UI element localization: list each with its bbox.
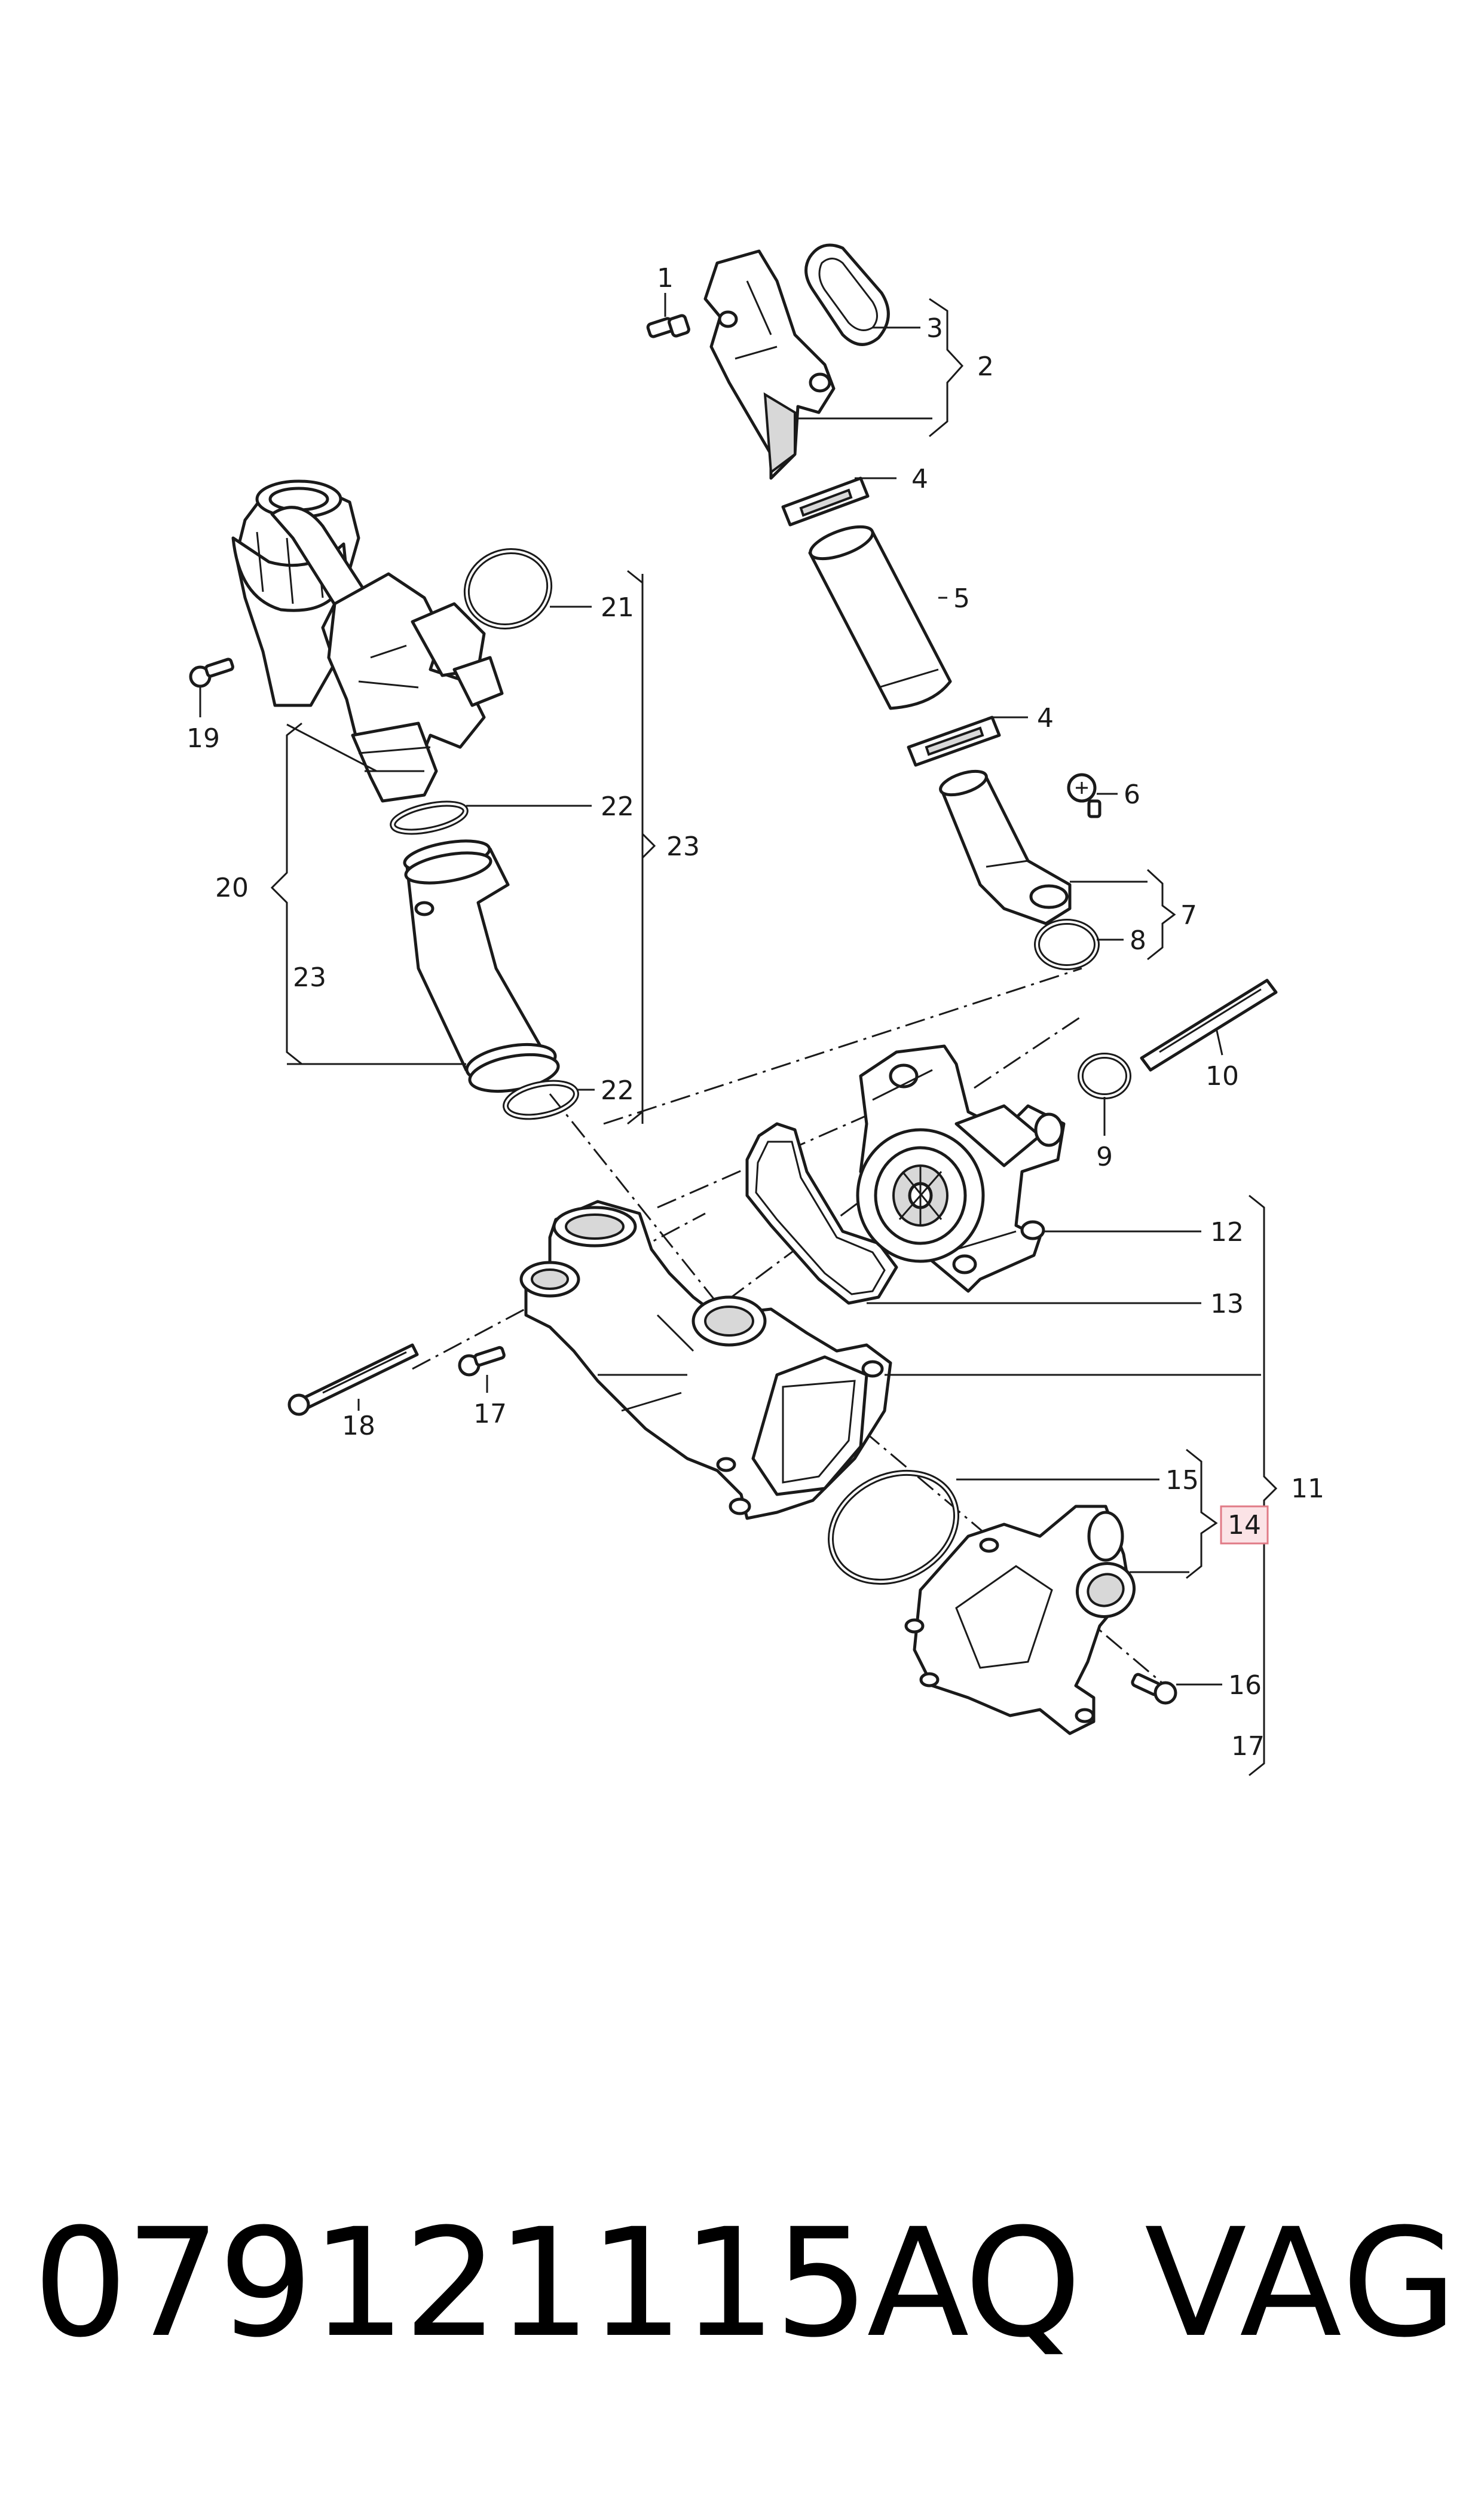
gasket-part-13: [745, 1122, 898, 1305]
o-ring-part-9: [1078, 1053, 1131, 1099]
thermostat-housing-part-14: [904, 1505, 1136, 1735]
thermostat-assembly: [827, 1469, 1177, 1735]
callout-5: 5: [953, 583, 970, 614]
callout-18: 18: [342, 1411, 375, 1441]
callout-22-lower: 22: [601, 1075, 634, 1106]
callout-2: 2: [977, 351, 994, 382]
callout-4-upper: 4: [911, 464, 928, 494]
clamp-part-4-upper: [781, 476, 870, 527]
callout-15: 15: [1165, 1465, 1199, 1496]
bolt-part-1: [646, 314, 690, 338]
callout-17-right: 17: [1231, 1731, 1265, 1762]
callout-19: 19: [186, 723, 220, 754]
callout-10: 10: [1205, 1061, 1239, 1092]
part-number: 079121115AQ: [33, 2196, 1082, 2370]
callout-14-highlight: [1220, 1505, 1269, 1545]
pipe-flange-part-2: [703, 249, 836, 480]
actuator-unit: [231, 479, 504, 803]
bolt-part-18: [287, 1343, 419, 1416]
callout-1: 1: [657, 263, 674, 294]
bolt-part-19: [189, 658, 234, 688]
leader-lines: [199, 293, 1278, 1777]
callout-20: 20: [215, 873, 249, 903]
o-ring-part-15: [827, 1469, 960, 1585]
callout-14: 14: [1228, 1510, 1261, 1540]
o-ring-part-21: [463, 548, 553, 629]
pipe-part-20: [403, 839, 560, 1093]
callout-3: 3: [926, 313, 943, 344]
rod-part-10: [1140, 979, 1278, 1072]
o-ring-part-22-upper: [390, 800, 469, 835]
water-pump-assembly: [745, 979, 1278, 1305]
callout-7: 7: [1180, 900, 1197, 931]
callout-8: 8: [1130, 925, 1146, 956]
hose-part-5: [808, 525, 952, 710]
callout-21: 21: [601, 592, 634, 623]
brand-name: VAG: [1145, 2196, 1460, 2370]
callout-13: 13: [1210, 1289, 1244, 1319]
pump-part-12: [856, 1044, 1066, 1293]
callout-22-upper: 22: [601, 791, 634, 822]
callout-16: 16: [1228, 1670, 1262, 1701]
callout-23-left: 23: [293, 962, 326, 993]
clamp-part-4-lower: [907, 716, 1001, 767]
footer: 079121115AQ VAG: [33, 2188, 1467, 2379]
callout-9: 9: [1096, 1142, 1113, 1172]
callout-11: 11: [1291, 1473, 1324, 1504]
bolt-part-17: [458, 1346, 506, 1377]
pipe-part-7: [939, 769, 1072, 925]
callout-12: 12: [1210, 1217, 1244, 1248]
turbo-pipe-assembly: [189, 479, 579, 1120]
housing-part-11: [519, 1200, 892, 1520]
callout-labels: 1 2 3 4 4 5 6 7 8 9 10 11 12 13 14 15 16…: [186, 263, 1324, 1762]
callout-6: 6: [1124, 779, 1140, 810]
bolt-part-16: [1131, 1673, 1177, 1705]
bolt-part-6: [1067, 773, 1101, 818]
callout-23-right: 23: [666, 831, 700, 862]
main-housing-assembly: [287, 1200, 892, 1520]
coolant-pipe-assembly: [646, 243, 1101, 970]
callout-17-left: 17: [473, 1399, 507, 1429]
o-ring-part-22-lower: [503, 1080, 579, 1120]
o-ring-part-8: [1034, 919, 1100, 970]
gasket-part-3: [804, 243, 890, 346]
callout-4-lower: 4: [1037, 703, 1054, 733]
